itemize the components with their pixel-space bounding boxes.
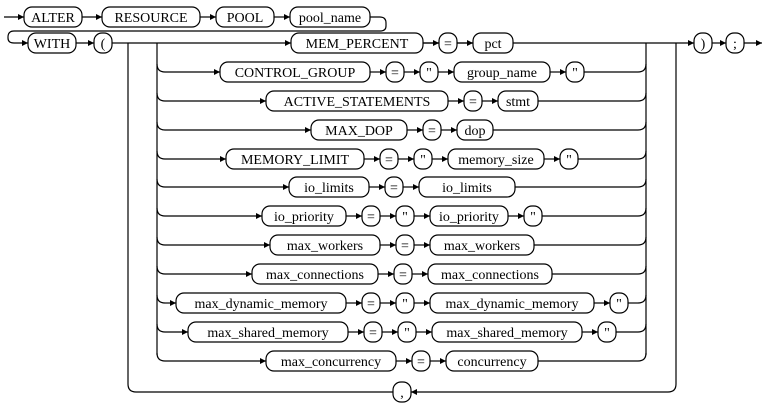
option-value: dop (465, 124, 486, 139)
comma-loop: , (127, 42, 677, 403)
close-quote: " (572, 66, 578, 81)
options-group: MEM_PERCENT=pctCONTROL_GROUP="group_name… (156, 32, 647, 372)
option-key: max_connections (266, 268, 364, 283)
equals-sign: = (385, 153, 393, 168)
alter-keyword: ALTER (31, 11, 75, 26)
option-value: io_priority (439, 210, 499, 225)
equals-sign: = (367, 297, 375, 312)
open-quote: " (402, 210, 408, 225)
end-row: ) ; (676, 32, 762, 54)
with-keyword: WITH (34, 37, 71, 52)
equals-sign: = (469, 95, 477, 110)
comma: , (400, 386, 404, 401)
option-key: io_limits (304, 181, 354, 196)
option-key: MAX_DOP (325, 124, 393, 139)
lparen: ( (101, 37, 106, 52)
option-value: io_limits (442, 181, 492, 196)
option-key: max_dynamic_memory (195, 297, 328, 312)
close-quote: " (604, 326, 610, 341)
equals-sign: = (417, 355, 425, 370)
option-value: pct (484, 37, 501, 52)
semicolon: ; (733, 37, 737, 52)
option-key: max_shared_memory (207, 326, 328, 341)
pool-name: pool_name (299, 11, 361, 26)
open-quote: " (420, 153, 426, 168)
equals-sign: = (399, 268, 407, 283)
option-key: max_workers (287, 239, 363, 254)
option-key: io_priority (274, 210, 334, 225)
equals-sign: = (444, 37, 452, 52)
pool-keyword: POOL (227, 11, 264, 26)
top-row: ALTER RESOURCE POOL pool_name (4, 6, 387, 46)
option-value: concurrency (457, 355, 526, 370)
equals-sign: = (390, 181, 398, 196)
option-value: memory_size (458, 153, 533, 168)
option-key: max_concurrency (281, 355, 381, 370)
open-quote: " (404, 326, 410, 341)
equals-sign: = (401, 239, 409, 254)
open-quote: " (402, 297, 408, 312)
option-value-box (472, 32, 514, 54)
comma-box (392, 381, 412, 403)
open-quote: " (426, 66, 432, 81)
option-value: max_dynamic_memory (446, 297, 579, 312)
resource-keyword: RESOURCE (114, 11, 187, 26)
option-value: stmt (506, 95, 530, 110)
option-value: max_connections (441, 268, 539, 283)
option-value: max_workers (444, 239, 520, 254)
equals-sign: = (367, 210, 375, 225)
close-quote: " (566, 153, 572, 168)
option-key: CONTROL_GROUP (235, 66, 356, 81)
close-quote: " (530, 210, 536, 225)
option-key: ACTIVE_STATEMENTS (284, 95, 431, 110)
equals-sign: = (391, 66, 399, 81)
with-row: WITH ( (27, 32, 128, 54)
rparen: ) (701, 37, 706, 52)
option-value: max_shared_memory (446, 326, 567, 341)
close-quote: " (616, 297, 622, 312)
equals-sign: = (428, 124, 436, 139)
equals-sign: = (369, 326, 377, 341)
option-key: MEMORY_LIMIT (241, 153, 350, 168)
option-value: group_name (467, 66, 537, 81)
option-key: MEM_PERCENT (306, 37, 409, 52)
